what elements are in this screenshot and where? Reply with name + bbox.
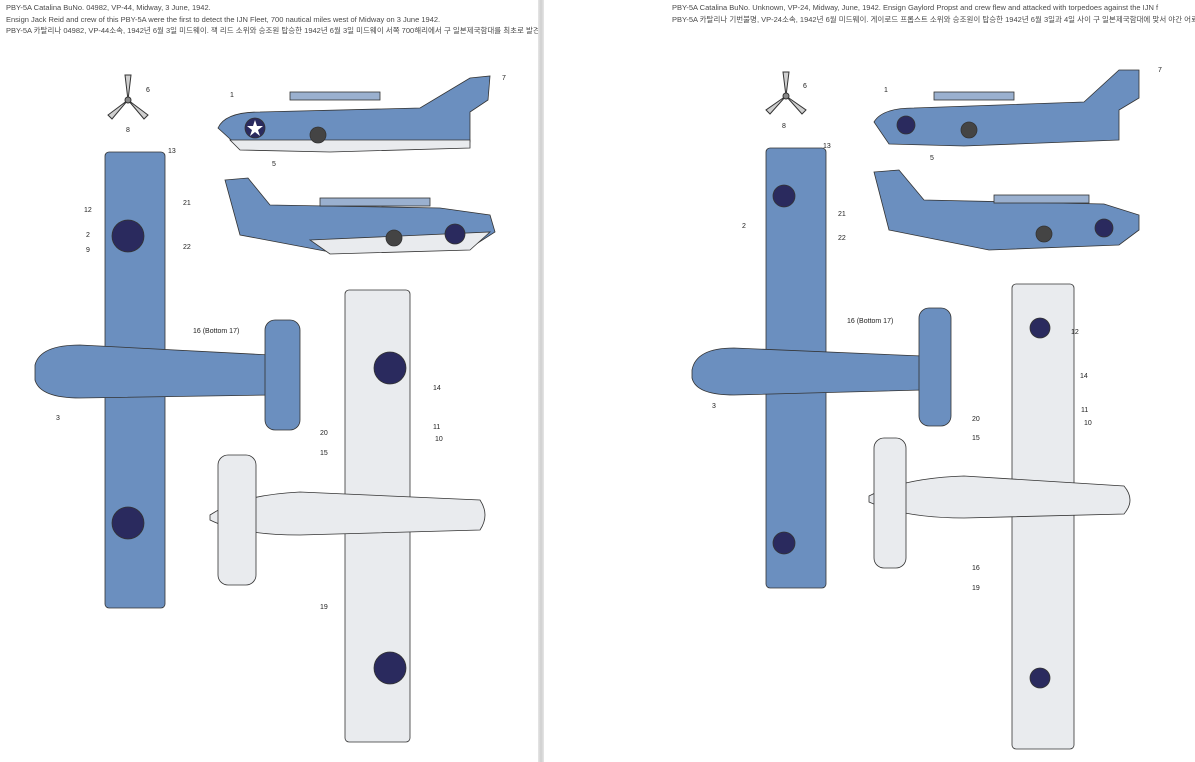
right-page: PBY-5A Catalina BuNo. Unknown, VP-24, Mi… — [544, 0, 1195, 762]
left-caption-line1: PBY-5A Catalina BuNo. 04982, VP-44, Midw… — [6, 3, 211, 12]
callout: 5 — [272, 161, 276, 168]
callout: 16 — [972, 565, 980, 572]
callout: 13 — [823, 143, 831, 150]
callout: 12 — [84, 207, 92, 214]
right-caption-line2: PBY-5A 카탈리나 기번불명, VP-24소속, 1942년 6월 미드웨이… — [672, 14, 1195, 24]
callout: 8 — [782, 123, 786, 130]
top-planform — [34, 151, 301, 609]
callout: 13 — [168, 148, 176, 155]
callout: 1 — [884, 87, 888, 94]
callout: 19 — [320, 604, 328, 611]
callout: 3 — [56, 415, 60, 422]
callout: 15 — [320, 450, 328, 457]
callout: 20 — [972, 416, 980, 423]
callout: 3 — [712, 403, 716, 410]
callout: 11 — [433, 424, 440, 431]
callout: 20 — [320, 430, 328, 437]
side-view-upper — [873, 69, 1140, 147]
side-view-lower — [224, 177, 496, 255]
callout: 10 — [1084, 420, 1092, 427]
left-caption: PBY-5A Catalina BuNo. 04982, VP-44, Midw… — [6, 2, 538, 37]
top-planform — [691, 147, 952, 589]
callout: 15 — [972, 435, 980, 442]
callout: 6 — [146, 87, 150, 94]
callout: 9 — [86, 247, 90, 254]
callout: 1 — [230, 92, 234, 99]
callout: 2 — [742, 223, 746, 230]
left-caption-line3: PBY-5A 카탈리나 04982, VP-44소속, 1942년 6월 3일 … — [6, 26, 538, 35]
callout: 19 — [972, 585, 980, 592]
bottom-planform — [868, 283, 1131, 750]
callout: 16 (Bottom 17) — [193, 328, 239, 335]
propeller-diagram — [765, 71, 807, 115]
callout: 5 — [930, 155, 934, 162]
callout: 11 — [1081, 407, 1088, 414]
left-caption-line2: Ensign Jack Reid and crew of this PBY-5A… — [6, 14, 441, 24]
bottom-planform — [209, 289, 486, 743]
left-profile-drawings: 1 2 3 5 6 7 8 9 10 11 12 13 14 15 16 (Bo… — [34, 74, 506, 743]
callout: 7 — [1158, 67, 1162, 74]
callout: 7 — [502, 75, 506, 82]
left-page: PBY-5A Catalina BuNo. 04982, VP-44, Midw… — [0, 0, 538, 762]
propeller-diagram — [107, 74, 149, 120]
side-view-upper — [217, 75, 491, 153]
callout: 22 — [838, 235, 846, 242]
callout: 2 — [86, 232, 90, 239]
callout: 21 — [838, 211, 846, 218]
callout-labels: 1 2 3 5 6 7 8 9 10 11 12 13 14 15 16 (Bo… — [56, 75, 506, 611]
callout: 12 — [1071, 329, 1079, 336]
callout: 10 — [435, 436, 443, 443]
side-view-lower — [873, 169, 1140, 251]
callout: 22 — [183, 244, 191, 251]
right-caption: PBY-5A Catalina BuNo. Unknown, VP-24, Mi… — [672, 2, 1195, 25]
callout: 21 — [183, 200, 191, 207]
callout-labels: 1 2 3 5 6 7 8 10 11 12 13 14 15 16 16 (B… — [712, 67, 1162, 592]
page-gutter — [538, 0, 544, 762]
callout: 6 — [803, 83, 807, 90]
callout: 14 — [433, 385, 441, 392]
callout: 14 — [1080, 373, 1088, 380]
right-caption-line1: PBY-5A Catalina BuNo. Unknown, VP-24, Mi… — [672, 3, 1159, 12]
callout: 8 — [126, 127, 130, 134]
callout: 16 (Bottom 17) — [847, 318, 893, 325]
right-profile-drawings: 1 2 3 5 6 7 8 10 11 12 13 14 15 16 16 (B… — [691, 67, 1162, 750]
